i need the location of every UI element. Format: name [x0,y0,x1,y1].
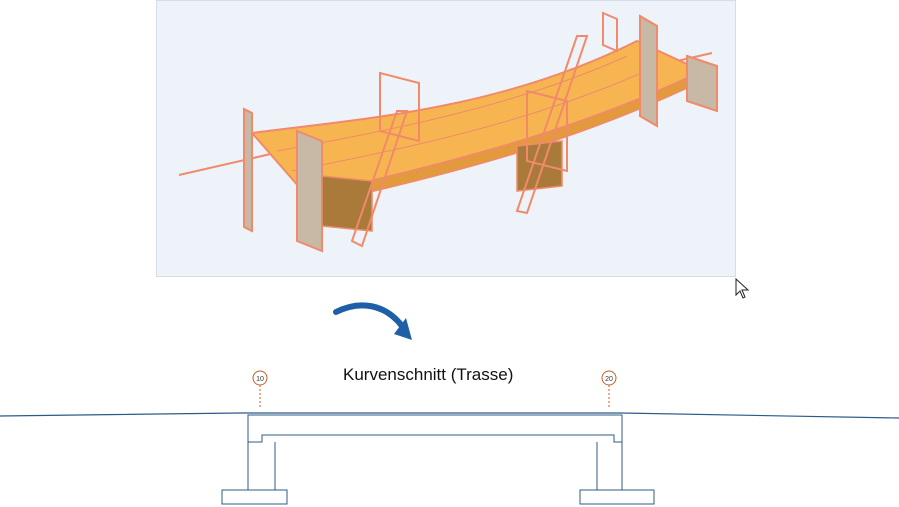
section-plane [379,71,420,143]
left-abutment-wing [296,129,323,253]
axis-label-20: 20 [605,376,613,383]
right-abutment-section [596,442,623,491]
axis-marker-20: 20 [601,370,617,408]
terrain-line [0,412,899,419]
pier-right [516,140,563,192]
section-plane [526,89,568,173]
right-abutment-wall [639,14,658,128]
section-plane [602,11,618,53]
right-footing [579,489,655,505]
deck-section [247,414,623,443]
curved-arrow-icon [333,302,412,340]
mouse-pointer-icon [735,278,750,299]
bridge-3d-model [178,11,718,253]
axis-marker-10: 10 [252,370,268,408]
left-footing [221,489,288,505]
model-viewport[interactable] [156,0,736,277]
deck-stripe [291,65,658,172]
right-abutment-wing [686,54,718,113]
section-title: Kurvenschnitt (Trasse) [343,365,514,384]
section-plane [350,110,409,248]
section-plane [515,35,589,215]
left-abutment-wall [243,107,253,233]
left-abutment-section [247,442,276,491]
axis-label-10: 10 [256,376,264,383]
cross-section-drawing: 10 20 [0,370,899,505]
